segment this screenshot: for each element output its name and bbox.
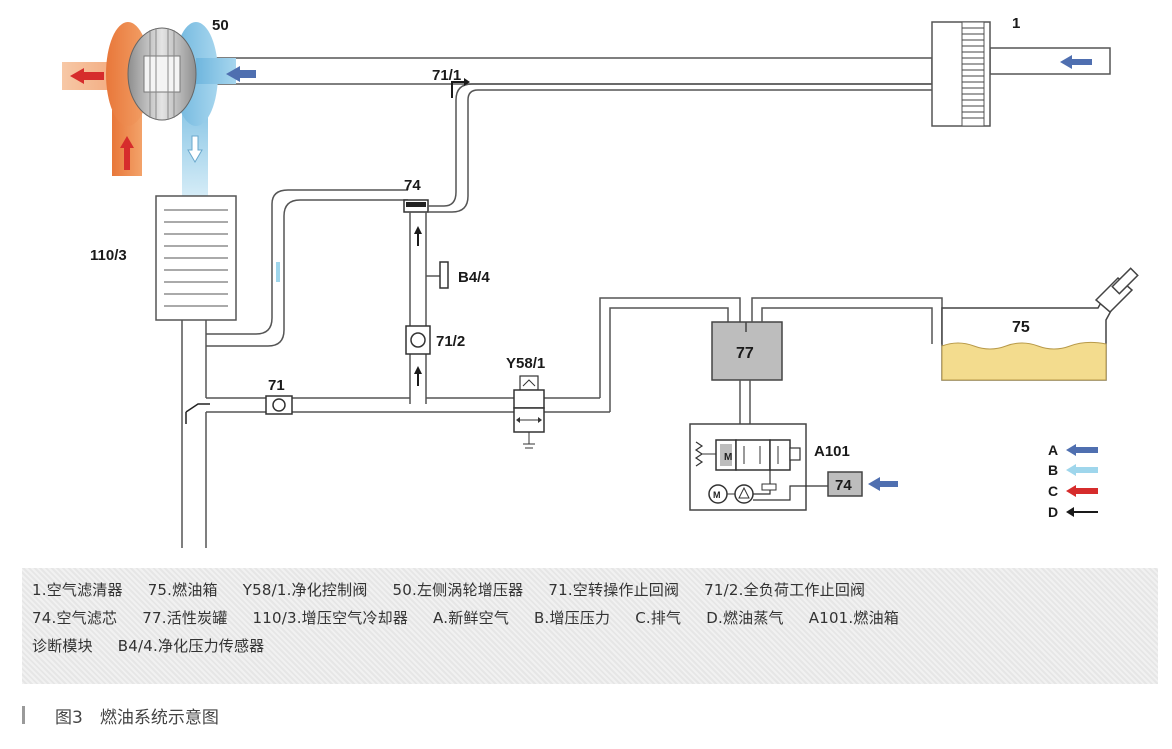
label-110-3: 110/3: [90, 247, 127, 264]
label-b4-4: B4/4: [458, 269, 490, 286]
caption-item: 110/3.增压空气冷却器: [252, 609, 409, 627]
caption-item: 71.空转操作止回阀: [548, 581, 680, 599]
check-valve-71-2: 71/2: [405, 325, 465, 355]
legend: A B C D: [1048, 442, 1098, 520]
caption-line-2: 74.空气滤芯 77.活性炭罐 110/3.增压空气冷却器 A.新鲜空气 B.增…: [32, 604, 1148, 632]
svg-text:A: A: [1048, 442, 1058, 458]
intake-tube: [209, 47, 1111, 85]
label-m-valve: M: [724, 452, 732, 463]
label-71-2: 71/2: [436, 333, 465, 350]
turbocharger: 50: [62, 17, 236, 196]
label-y58-1: Y58/1: [506, 355, 545, 372]
exhaust-in-arrow-icon: [120, 136, 134, 170]
caption-item: 诊断模块: [32, 637, 93, 655]
label-75: 75: [1012, 319, 1030, 336]
caption-item: 71/2.全负荷工作止回阀: [704, 581, 866, 599]
caption-item: B4/4.净化压力传感器: [117, 637, 265, 655]
caption-line-3: 诊断模块 B4/4.净化压力传感器: [32, 632, 1148, 660]
caption-item: 75.燃油箱: [147, 581, 218, 599]
filter-74-module: 74: [827, 471, 863, 497]
label-71: 71: [268, 377, 285, 394]
caption-item: 1.空气滤清器: [32, 581, 123, 599]
caption-item: Y58/1.净化控制阀: [242, 581, 368, 599]
svg-text:D: D: [1048, 504, 1058, 520]
caption-item: C.排气: [635, 609, 682, 627]
caption-item: 50.左侧涡轮增压器: [392, 581, 524, 599]
carbon-canister: 77: [711, 321, 783, 424]
legend-caption: 1.空气滤清器 75.燃油箱 Y58/1.净化控制阀 50.左侧涡轮增压器 71…: [22, 568, 1158, 684]
legend-arrow-d-icon: [1066, 507, 1098, 517]
legend-item-a: A: [1048, 442, 1098, 458]
caption-item: A.新鲜空气: [433, 609, 510, 627]
tank-diagnostic-module: M M A101: [689, 423, 850, 511]
caption-item: A101.燃油箱: [808, 609, 899, 627]
label-71-1: 71/1: [432, 67, 461, 84]
label-74-module: 74: [835, 477, 852, 494]
label-50: 50: [212, 17, 229, 34]
svg-text:B: B: [1048, 462, 1058, 478]
boost-arrow-icon: [187, 135, 203, 163]
module-fresh-air-arrow-icon: [868, 477, 898, 491]
purge-control-valve: Y58/1: [506, 355, 545, 449]
legend-arrow-b-icon: [1066, 464, 1098, 476]
flow-arrow-71-1-icon: 71/1: [432, 67, 470, 98]
title-bar-marker: [22, 706, 25, 724]
legend-item-b: B: [1048, 462, 1098, 478]
check-valve-71: 71: [265, 377, 293, 415]
caption-item: 74.空气滤芯: [32, 609, 118, 627]
label-a101: A101: [814, 443, 850, 460]
exhaust-out-arrow-icon: [70, 68, 104, 84]
label-m-motor: M: [713, 490, 721, 500]
charge-air-pipe: [181, 320, 210, 548]
boost-line: [206, 189, 408, 347]
legend-arrow-a-icon: [1066, 444, 1098, 456]
label-1: 1: [1012, 15, 1020, 32]
fuel-tank: 75: [941, 267, 1139, 381]
flow-arrow-up-1-icon: [414, 226, 422, 246]
legend-item-c: C: [1048, 483, 1098, 499]
purge-line: [206, 297, 741, 413]
flow-arrow-up-2-icon: [414, 366, 422, 386]
legend-arrow-c-icon: [1066, 485, 1098, 497]
valve-74: 74: [403, 177, 429, 213]
caption-item: B.增压压力: [533, 609, 611, 627]
purge-pressure-sensor: B4/4: [426, 261, 490, 289]
label-74: 74: [404, 177, 421, 194]
label-77: 77: [736, 345, 754, 362]
intake-arrow-icon: [226, 66, 256, 82]
caption-item: 77.活性炭罐: [142, 609, 228, 627]
caption-item: D.燃油蒸气: [706, 609, 784, 627]
fuel-system-diagram: 1 50: [62, 15, 1139, 548]
figure-title-text: 图3 燃油系统示意图: [55, 707, 219, 728]
boost-pressure-marker-icon: [276, 262, 280, 282]
fresh-air-arrow-icon: [1060, 55, 1092, 69]
figure-title: 图3 燃油系统示意图: [22, 700, 219, 730]
charge-air-cooler: 110/3: [90, 195, 237, 321]
caption-line-1: 1.空气滤清器 75.燃油箱 Y58/1.净化控制阀 50.左侧涡轮增压器 71…: [32, 576, 1148, 604]
svg-text:C: C: [1048, 483, 1058, 499]
filler-neck: [1094, 267, 1139, 314]
legend-item-d: D: [1048, 504, 1098, 520]
vapor-line-upper: [409, 83, 932, 404]
air-filter: 1: [931, 15, 1020, 127]
